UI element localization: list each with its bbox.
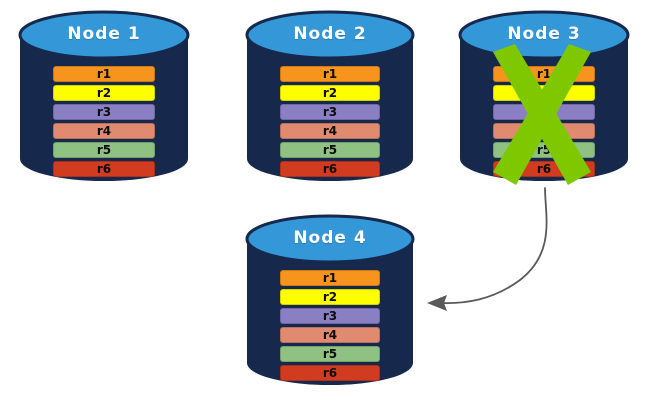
node-2-row-r2[interactable]: r2 [280, 85, 380, 101]
arrow-curve [439, 187, 548, 305]
row-label: r4 [322, 328, 338, 342]
row-label: r1 [536, 67, 552, 81]
node-4-row-r1[interactable]: r1 [280, 270, 380, 286]
node-4-row-r3[interactable]: r3 [280, 308, 380, 324]
arrow-head [427, 295, 447, 311]
node-3-row-r4[interactable]: r4 [493, 123, 595, 139]
cylinder-top-ellipse [18, 10, 190, 60]
row-label: r4 [536, 124, 552, 138]
node-1-row-r5[interactable]: r5 [53, 142, 155, 158]
cylinder-top-ellipse [458, 10, 630, 60]
node-4-row-r6[interactable]: r6 [280, 365, 380, 381]
row-label: r6 [322, 366, 338, 380]
node-2-row-r3[interactable]: r3 [280, 104, 380, 120]
cylinder-top-ellipse [245, 10, 415, 60]
node-1-row-r2[interactable]: r2 [53, 85, 155, 101]
row-label: r6 [96, 162, 112, 176]
row-label: r5 [322, 143, 338, 157]
node-3-row-r2[interactable]: r2 [493, 85, 595, 101]
node-3-row-r6[interactable]: r6 [493, 161, 595, 177]
row-label: r6 [322, 162, 338, 176]
row-label: r1 [322, 271, 338, 285]
node-3-row-r5[interactable]: r5 [493, 142, 595, 158]
node-4-row-r2[interactable]: r2 [280, 289, 380, 305]
node-2-row-r4[interactable]: r4 [280, 123, 380, 139]
node-2-rows: r1 r2 r3 r4 r5 r6 [245, 66, 415, 177]
node-1-rows: r1 r2 r3 r4 r5 r6 [18, 66, 190, 177]
row-label: r3 [536, 105, 552, 119]
row-label: r2 [536, 86, 552, 100]
node-1-row-r3[interactable]: r3 [53, 104, 155, 120]
node-3-row-r1[interactable]: r1 [493, 66, 595, 82]
row-label: r5 [322, 347, 338, 361]
node-4-rows: r1 r2 r3 r4 r5 r6 [245, 270, 415, 381]
row-label: r3 [322, 105, 338, 119]
row-label: r4 [322, 124, 338, 138]
node-1-row-r6[interactable]: r6 [53, 161, 155, 177]
node-2-row-r1[interactable]: r1 [280, 66, 380, 82]
row-label: r1 [96, 67, 112, 81]
node-2-row-r5[interactable]: r5 [280, 142, 380, 158]
node-1-row-r4[interactable]: r4 [53, 123, 155, 139]
node-4-row-r5[interactable]: r5 [280, 346, 380, 362]
row-label: r4 [96, 124, 112, 138]
node-2-row-r6[interactable]: r6 [280, 161, 380, 177]
row-label: r1 [322, 67, 338, 81]
node-3-row-r3[interactable]: r3 [493, 104, 595, 120]
row-label: r2 [322, 86, 338, 100]
row-label: r3 [96, 105, 112, 119]
node-3-rows: r1 r2 r3 r4 r5 r6 [458, 66, 630, 177]
row-label: r5 [96, 143, 112, 157]
cylinder-top-ellipse [245, 214, 415, 264]
row-label: r3 [322, 309, 338, 323]
row-label: r2 [96, 86, 112, 100]
node-1-row-r1[interactable]: r1 [53, 66, 155, 82]
row-label: r5 [536, 143, 552, 157]
node-4-row-r4[interactable]: r4 [280, 327, 380, 343]
row-label: r2 [322, 290, 338, 304]
row-label: r6 [536, 162, 552, 176]
